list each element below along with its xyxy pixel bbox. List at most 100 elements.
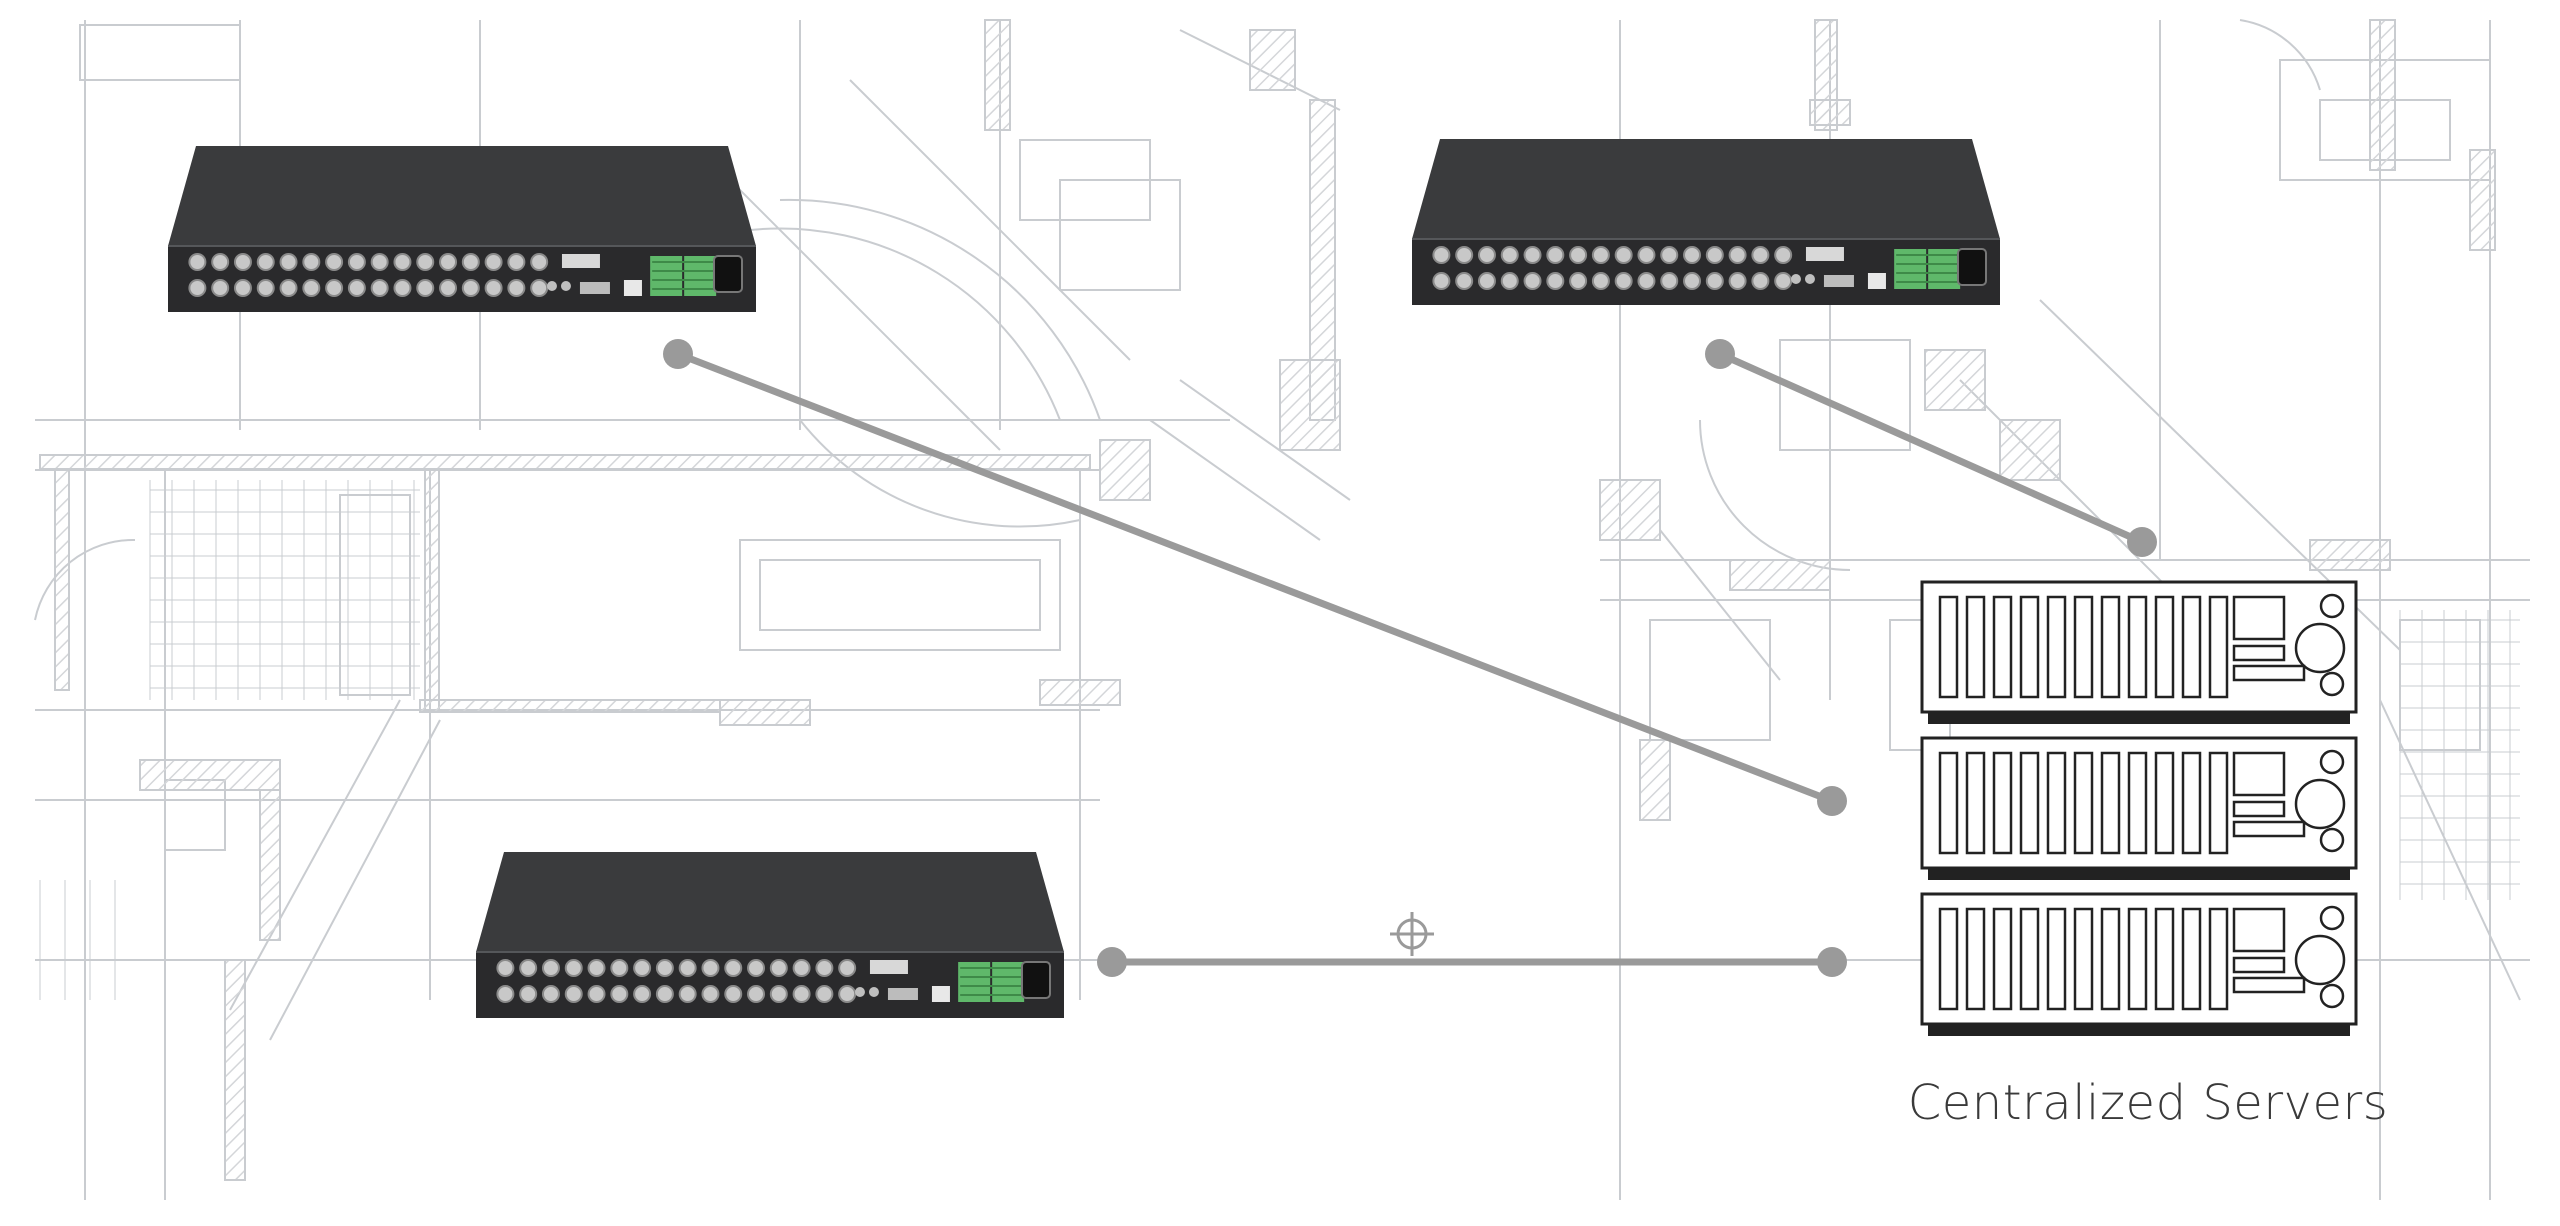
bnc-port — [838, 959, 857, 977]
vga-port — [561, 254, 600, 268]
bnc-port — [564, 959, 583, 977]
bnc-port — [302, 279, 321, 297]
bnc-port — [1728, 246, 1747, 264]
bnc-port — [1637, 272, 1656, 290]
bnc-port — [233, 279, 252, 297]
bnc-port — [1591, 272, 1610, 290]
connector-endpoint — [1097, 947, 1127, 977]
bnc-port — [211, 253, 230, 271]
drive-bay — [2073, 751, 2094, 855]
bnc-port — [1751, 272, 1770, 290]
bnc-port — [1569, 246, 1588, 264]
server-unit-2 — [1920, 736, 2358, 880]
drive-bay — [2073, 907, 2094, 1011]
bnc-port — [416, 279, 435, 297]
bnc-port — [564, 985, 583, 1003]
bnc-port — [233, 253, 252, 271]
bnc-port — [370, 279, 389, 297]
bnc-port — [1569, 272, 1588, 290]
bnc-port — [610, 985, 629, 1003]
drive-bay — [2019, 907, 2040, 1011]
bnc-port — [678, 985, 697, 1003]
bnc-port — [279, 253, 298, 271]
bnc-port — [370, 253, 389, 271]
bnc-port — [211, 279, 230, 297]
bnc-port — [507, 279, 526, 297]
bnc-port — [769, 959, 788, 977]
bnc-port — [519, 985, 538, 1003]
bnc-port — [461, 253, 480, 271]
bnc-port — [541, 985, 560, 1003]
control-slot — [2232, 956, 2286, 974]
bnc-port — [724, 985, 743, 1003]
bnc-port — [792, 959, 811, 977]
dvr-recorder-top-right — [1412, 139, 2000, 305]
vga-port — [869, 960, 908, 974]
bnc-port — [1751, 246, 1770, 264]
bnc-port — [1774, 272, 1793, 290]
control-slot — [2232, 800, 2286, 818]
bnc-port — [496, 985, 515, 1003]
vga-port — [1805, 247, 1844, 261]
bnc-port — [461, 279, 480, 297]
bnc-port — [792, 985, 811, 1003]
blueprint-lines — [34, 19, 2530, 1200]
audio-port — [1790, 274, 1801, 284]
bnc-port — [256, 279, 275, 297]
connector-line — [674, 350, 1836, 805]
bnc-port — [496, 959, 515, 977]
bnc-port — [1455, 272, 1474, 290]
dvr-recorder-bottom — [476, 852, 1064, 1018]
device-top-panel — [168, 146, 756, 246]
drive-bay — [2046, 907, 2067, 1011]
bnc-port — [484, 253, 503, 271]
drive-bay — [1992, 751, 2013, 855]
audio-port — [1804, 274, 1815, 284]
drive-bay — [2100, 595, 2121, 699]
connector-dvr-recorder-top-right-to-server-unit-1 — [1705, 339, 2157, 557]
drive-bay — [2181, 907, 2202, 1011]
drive-bay — [2019, 595, 2040, 699]
crosshair-icon — [1390, 912, 1434, 956]
bnc-port — [633, 985, 652, 1003]
bnc-port — [1523, 246, 1542, 264]
bnc-port — [815, 985, 834, 1003]
bnc-port — [416, 253, 435, 271]
bnc-port — [541, 959, 560, 977]
bnc-port — [1477, 272, 1496, 290]
bnc-port — [393, 253, 412, 271]
bnc-port — [1455, 246, 1474, 264]
bnc-port — [724, 959, 743, 977]
server-base — [1928, 712, 2350, 724]
drive-bay — [2181, 751, 2202, 855]
bnc-port — [1614, 272, 1633, 290]
drive-bay — [2127, 907, 2148, 1011]
device-top-panel — [1412, 139, 2000, 239]
drive-bay — [2127, 595, 2148, 699]
bnc-port — [587, 985, 606, 1003]
bnc-port — [325, 253, 344, 271]
connector-line — [1716, 350, 2146, 546]
bnc-port — [1432, 246, 1451, 264]
control-panel — [2232, 595, 2286, 641]
drive-bay — [1938, 595, 1959, 699]
drive-bay — [2046, 751, 2067, 855]
serial-port — [1823, 275, 1854, 287]
control-slot — [2232, 664, 2306, 682]
bnc-port — [484, 279, 503, 297]
server-chassis — [1920, 736, 2358, 870]
server-chassis — [1920, 580, 2358, 714]
control-slot — [2232, 820, 2306, 838]
device-top-panel — [476, 852, 1064, 952]
bnc-port — [530, 279, 549, 297]
drive-bay — [1965, 907, 1986, 1011]
bnc-port — [747, 959, 766, 977]
drive-bay — [2100, 907, 2121, 1011]
bnc-port — [1660, 272, 1679, 290]
bnc-port — [1660, 246, 1679, 264]
bnc-port — [1637, 246, 1656, 264]
drive-bay — [2208, 751, 2229, 855]
status-light — [2319, 671, 2345, 697]
